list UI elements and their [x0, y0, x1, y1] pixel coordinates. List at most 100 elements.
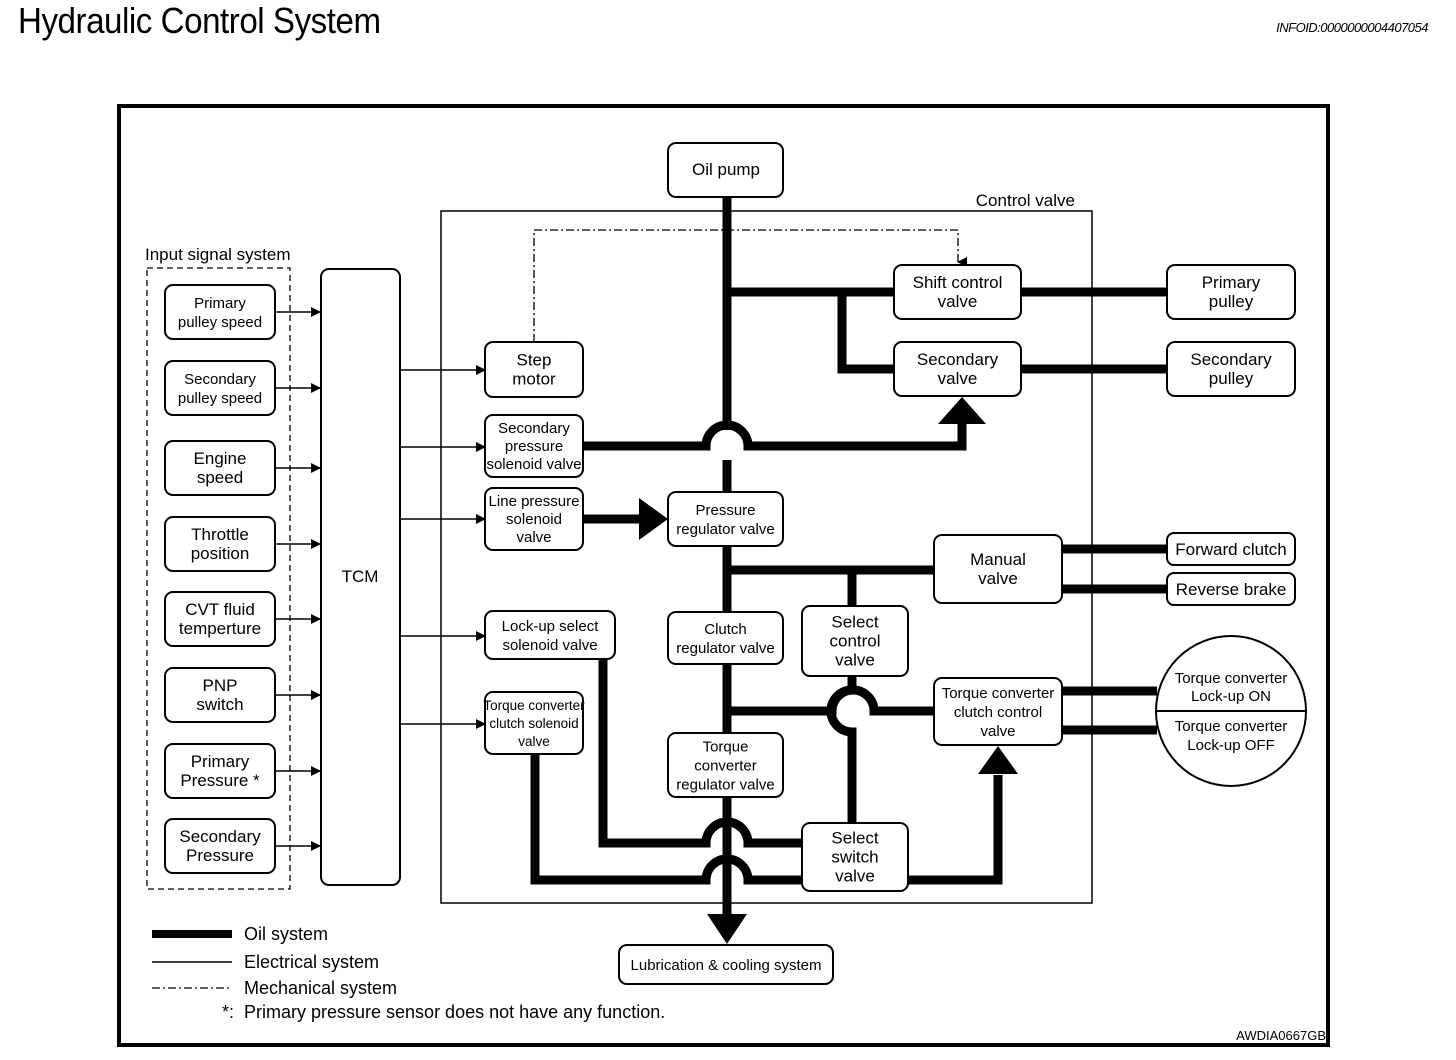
input-cvt-fluid-temperature-box-label-line: temperture [179, 619, 261, 638]
oil-select-switch-to-tcc [907, 775, 1003, 885]
control-valve-label: Control valve [976, 191, 1075, 210]
clutch-regulator-valve-box-label-line: Clutch [704, 621, 747, 638]
info-id: INFOID:0000000004407054 [1276, 20, 1428, 35]
oil-pump-box: Oil pump [667, 142, 784, 198]
tcm-box: TCM [320, 268, 401, 886]
reverse-brake-box: Reverse brake [1166, 572, 1296, 606]
mechanical-link-step-motor [533, 229, 967, 342]
oil-sps-to-secondary-valve [583, 420, 967, 451]
input-primary-pressure-box-label-line: Primary [191, 752, 250, 771]
secondary-pulley-box-label-line: Secondary [1190, 350, 1272, 369]
input-primary-pulley-speed-box-label-line: pulley speed [178, 314, 262, 331]
secondary-pressure-solenoid-box-label-line: Secondary [498, 420, 570, 437]
tc-regulator-valve-box-label-line: regulator valve [676, 776, 774, 793]
legend-electrical-label: Electrical system [244, 952, 379, 972]
control-valve-group [440, 210, 1093, 904]
secondary-pressure-solenoid-box-label-line: solenoid valve [486, 456, 581, 473]
input-secondary-pulley-speed-box-label-line: pulley speed [178, 390, 262, 407]
arrow-to-secondary-valve [938, 397, 986, 424]
lockup-on-line2: Lock-up ON [1191, 688, 1271, 705]
input-throttle-position-box-label-line: position [191, 544, 250, 563]
step-motor-box-label-line: Step [517, 350, 552, 369]
input-primary-pulley-speed-box-label-line: Primary [194, 295, 246, 312]
input-secondary-pressure-box-label-line: Pressure [186, 846, 254, 865]
input-primary-pulley-speed-box: Primary pulley speed [164, 284, 276, 340]
oil-to-secondary-valve [837, 292, 894, 374]
input-pnp-switch-box-label-line: switch [196, 695, 243, 714]
input-secondary-pressure-box-label-line: Secondary [179, 827, 261, 846]
line-pressure-solenoid-box-label-line: solenoid [506, 511, 562, 528]
page-title: Hydraulic Control System [18, 0, 381, 41]
lubrication-box: Lubrication & cooling system [618, 944, 834, 985]
select-control-valve-box-label-line: valve [835, 650, 875, 669]
select-control-valve-box-label-line: Select [831, 612, 879, 631]
primary-pulley-box-label-line: Primary [1202, 273, 1261, 292]
tcc-solenoid-box-label-line: clutch solenoid [489, 716, 578, 731]
input-engine-speed-box-label-line: speed [197, 468, 243, 487]
secondary-valve-box-label-line: valve [938, 369, 978, 388]
input-signal-label: Input signal system [145, 245, 291, 264]
select-control-valve-box-label-line: control [829, 631, 880, 650]
forward-clutch-label: Forward clutch [1175, 540, 1286, 559]
shift-control-valve-box-label-line: Shift control [913, 273, 1003, 292]
secondary-pulley-box-label-line: pulley [1209, 369, 1254, 388]
secondary-valve-box-label-line: Secondary [917, 350, 999, 369]
lockup-off-line2: Lock-up OFF [1187, 737, 1275, 754]
line-pressure-solenoid-box-label-line: Line pressure [489, 493, 580, 510]
oil-tcc-solenoid-to-select-switch [530, 754, 802, 885]
secondary-pressure-solenoid-box-label-line: pressure [505, 438, 563, 455]
input-primary-pressure-box-label-line: Pressure * [180, 771, 260, 790]
electrical-lines [275, 307, 486, 851]
tcm-label: TCM [342, 567, 379, 586]
input-pnp-switch-box-label-line: PNP [203, 676, 238, 695]
tc-regulator-valve-box-label-line: Torque [703, 738, 749, 755]
lockup-on-line1: Torque converter [1175, 670, 1288, 687]
tcc-control-valve-box-label-line: Torque converter [942, 685, 1055, 702]
step-motor-box-label-line: motor [512, 369, 556, 388]
arrow-to-tcc-control [978, 746, 1018, 774]
arrow-to-pressure-regulator [639, 498, 668, 540]
tc-regulator-valve-box: Torque converter regulator valve [667, 732, 784, 798]
figure-frame [117, 104, 1330, 1047]
manual-valve-box-label-line: Manual [970, 550, 1026, 569]
select-switch-valve-box-label-line: switch [831, 847, 878, 866]
lockup-select-solenoid-box-label-line: solenoid valve [502, 637, 597, 654]
input-throttle-position-box-label-line: Throttle [191, 525, 249, 544]
lockup-off-line1: Torque converter [1175, 718, 1288, 735]
input-engine-speed-box-label-line: Engine [194, 449, 247, 468]
select-switch-valve-box-label-line: Select [831, 828, 879, 847]
select-switch-valve-box-label-line: valve [835, 866, 875, 885]
reverse-brake-label: Reverse brake [1176, 580, 1287, 599]
legend-note-marker: *: [222, 1002, 234, 1022]
lubrication-label: Lubrication & cooling system [631, 957, 822, 974]
tcc-control-valve-box-label-line: clutch control [954, 704, 1042, 721]
pressure-regulator-valve-box-label-line: regulator valve [676, 521, 774, 538]
forward-clutch-box: Forward clutch [1166, 532, 1296, 566]
oil-pump-label: Oil pump [692, 160, 760, 179]
tc-regulator-valve-box-label-line: converter [694, 757, 757, 774]
lockup-circle: Torque converter Lock-up ON Torque conve… [1155, 635, 1307, 787]
input-signal-group [146, 267, 291, 890]
manual-valve-box-label-line: valve [978, 569, 1018, 588]
tcc-solenoid-box-label-line: Torque converter [483, 698, 585, 713]
